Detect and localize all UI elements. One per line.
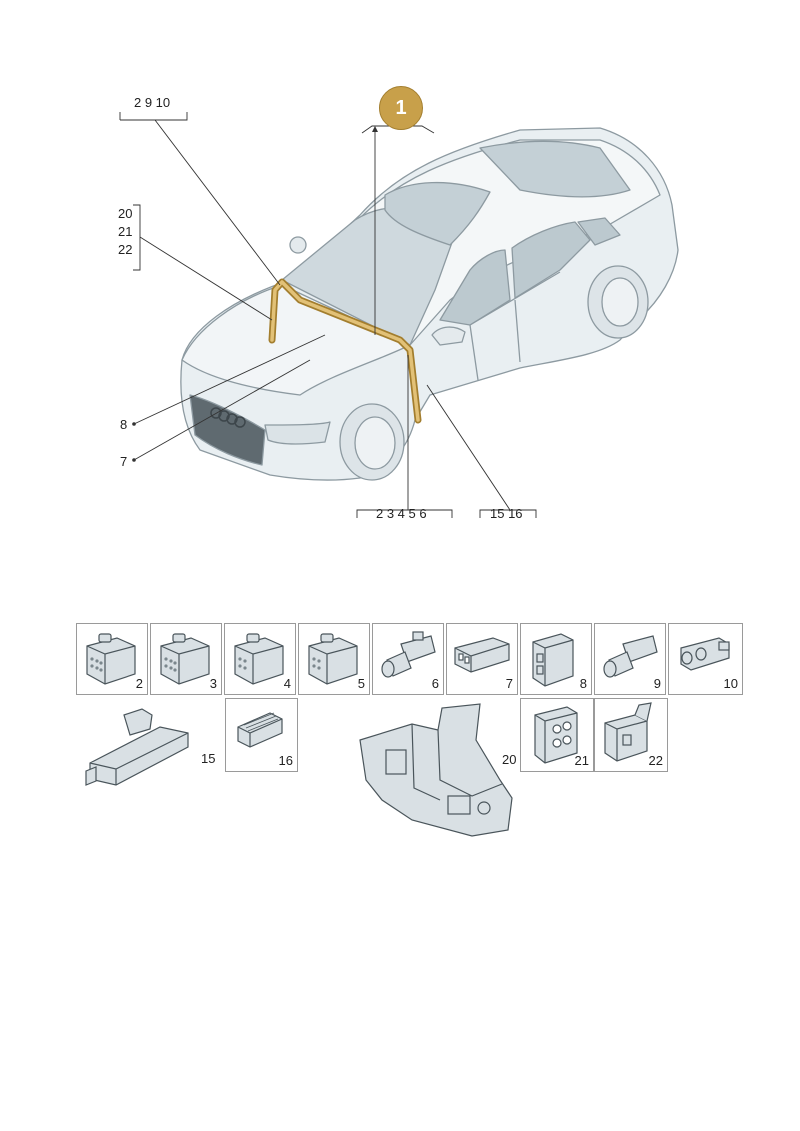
part-number-7: 7 xyxy=(505,676,513,691)
headlight xyxy=(264,421,331,445)
part-number-21: 21 xyxy=(574,753,589,768)
label-22: 22 xyxy=(118,242,133,257)
part-number-4: 4 xyxy=(283,676,291,691)
rear-side-window xyxy=(511,221,591,299)
twin-plug-icon xyxy=(680,637,730,671)
part-number-15: 15 xyxy=(201,751,216,766)
part-cell-16: 16 xyxy=(225,698,298,772)
plug-connector-icon xyxy=(603,635,658,678)
part-number-10: 10 xyxy=(723,676,738,691)
part-20: 20 xyxy=(352,700,522,840)
label-21: 21 xyxy=(118,224,133,239)
part-cell-6: 6 xyxy=(372,623,444,695)
rear-window xyxy=(479,140,631,198)
part-cell-2: 2 xyxy=(76,623,148,695)
part-cell-8: 8 xyxy=(520,623,592,695)
sunroof xyxy=(384,181,491,246)
part-number-8: 8 xyxy=(579,676,587,691)
part-number-2: 2 xyxy=(135,676,143,691)
plug-connector-icon xyxy=(381,631,436,678)
socket-housing-icon xyxy=(534,706,578,764)
part-cell-22: 22 xyxy=(594,698,668,772)
part-number-22: 22 xyxy=(648,753,663,768)
left-mirror xyxy=(289,236,307,254)
part-number-6: 6 xyxy=(431,676,439,691)
part-number-5: 5 xyxy=(357,676,365,691)
connector-housing-icon xyxy=(86,633,136,685)
part-cell-9: 9 xyxy=(594,623,666,695)
label-group-bottom-b: 15 16 xyxy=(490,506,523,521)
front-side-window xyxy=(439,249,511,326)
bracket-clip-icon xyxy=(604,702,652,762)
label-group-bottom-a: 2 3 4 5 6 xyxy=(376,506,427,521)
bracket-connector-icon xyxy=(532,633,574,687)
part-number-20: 20 xyxy=(502,752,517,767)
label-20: 20 xyxy=(118,206,133,221)
part-cell-4: 4 xyxy=(224,623,296,695)
part-15: 15 xyxy=(80,705,230,795)
connector-housing-icon xyxy=(234,633,284,685)
flat-connector-icon xyxy=(454,637,510,673)
part-cell-3: 3 xyxy=(150,623,222,695)
part-number-9: 9 xyxy=(653,676,661,691)
part-number-16: 16 xyxy=(278,753,293,768)
side-mirror xyxy=(431,326,466,346)
callout-badge: 1 xyxy=(379,86,423,130)
connector-housing-icon xyxy=(308,633,358,685)
label-7: 7 xyxy=(120,454,128,469)
contact-block-icon xyxy=(237,712,283,748)
part-cell-10: 10 xyxy=(668,623,743,695)
grille xyxy=(189,394,266,466)
part-cell-7: 7 xyxy=(446,623,518,695)
connector-housing-icon xyxy=(160,633,210,685)
label-group-top-left: 2 9 10 xyxy=(134,95,171,110)
holder-rail-icon xyxy=(85,708,189,786)
hood xyxy=(181,284,411,396)
part-cell-5: 5 xyxy=(298,623,370,695)
part-number-3: 3 xyxy=(209,676,217,691)
car-illustration xyxy=(119,112,679,518)
part-cell-21: 21 xyxy=(520,698,594,772)
mounting-bracket-icon xyxy=(359,703,513,837)
label-8: 8 xyxy=(120,417,128,432)
